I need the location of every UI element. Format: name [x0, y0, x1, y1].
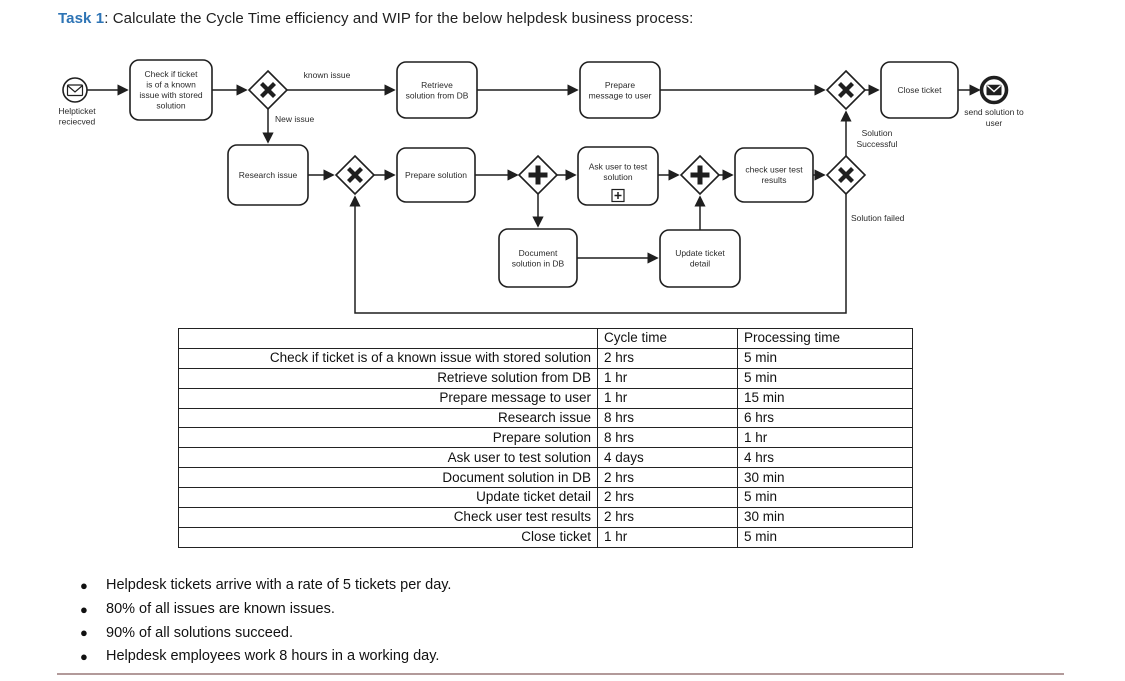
table-row: Retrieve solution from DB 1 hr 5 min [178, 367, 913, 389]
parallel-gateway-icon [528, 165, 548, 185]
header-activity [178, 328, 598, 349]
parallel-gateway-split [517, 154, 559, 196]
svg-text:Prepare solution: Prepare solution [405, 170, 467, 180]
task-update-ticket: Update ticket detail [659, 229, 741, 288]
header-cycle-time: Cycle time [597, 328, 738, 349]
envelope-filled-icon [986, 84, 1002, 96]
start-event-label: reciecved [59, 117, 96, 127]
svg-text:results: results [761, 175, 786, 185]
edge-label-solution-successful: Solution [862, 128, 893, 138]
page-bottom-rule [57, 673, 1064, 675]
edge-label-solution-failed: Solution failed [851, 213, 905, 223]
bullet-icon: ● [80, 625, 88, 641]
bpmn-diagram: Helpticket reciecved Check if ticket is … [58, 59, 1024, 314]
table-row: Research issue 8 hrs 6 hrs [178, 407, 913, 429]
task-prepare-message: Prepare message to user [579, 61, 661, 119]
bullet-icon: ● [80, 648, 88, 664]
note-text: Helpdesk tickets arrive with a rate of 5… [106, 577, 452, 594]
svg-text:Research issue: Research issue [239, 170, 298, 180]
list-item: ● 90% of all solutions succeed. [80, 624, 451, 641]
edge-label-known-issue: known issue [304, 70, 351, 80]
task-retrieve-solution: Retrieve solution from DB [396, 61, 478, 119]
note-text: 90% of all solutions succeed. [106, 624, 293, 641]
svg-text:solution in DB: solution in DB [512, 259, 565, 269]
svg-text:Close ticket: Close ticket [898, 85, 943, 95]
xor-gateway-solution-check [825, 154, 867, 196]
svg-text:Check if ticket: Check if ticket [145, 69, 199, 79]
table-row: Close ticket 1 hr 5 min [178, 526, 913, 548]
task-prepare-solution: Prepare solution [396, 147, 476, 203]
note-text: 80% of all issues are known issues. [106, 601, 335, 618]
svg-text:message to user: message to user [589, 91, 652, 101]
xor-gateway-icon [838, 82, 854, 98]
table-row: Prepare solution 8 hrs 1 hr [178, 427, 913, 449]
start-event: Helpticket reciecved [58, 77, 96, 127]
xor-gateway-icon [838, 167, 854, 183]
start-event-label: Helpticket [58, 106, 96, 116]
svg-text:Retrieve: Retrieve [421, 80, 453, 90]
envelope-icon [66, 84, 84, 97]
list-item: ● Helpdesk employees work 8 hours in a w… [80, 648, 451, 665]
header-processing-time: Processing time [737, 328, 913, 349]
svg-text:Document: Document [519, 248, 558, 258]
bullet-icon: ● [80, 601, 88, 617]
table-row: Document solution in DB 2 hrs 30 min [178, 467, 913, 489]
table-row: Ask user to test solution 4 days 4 hrs [178, 447, 913, 469]
xor-gateway-known-issue [247, 69, 289, 111]
table-row: Check if ticket is of a known issue with… [178, 347, 913, 369]
svg-text:is of a known: is of a known [146, 80, 196, 90]
table-row: Prepare message to user 1 hr 15 min [178, 387, 913, 409]
page-title: Task 1: Calculate the Cycle Time efficie… [58, 10, 693, 27]
xor-gateway-merge-close [825, 69, 867, 111]
list-item: ● Helpdesk tickets arrive with a rate of… [80, 577, 452, 594]
svg-text:Ask user to test: Ask user to test [589, 162, 648, 172]
edge-label-solution-successful: Successful [856, 139, 897, 149]
task-research-issue: Research issue [227, 144, 309, 206]
svg-text:check user test: check user test [745, 165, 803, 175]
edge-label-new-issue: New issue [275, 114, 314, 124]
parallel-gateway-icon [690, 165, 710, 185]
svg-text:solution: solution [603, 172, 633, 182]
table-row: Check user test results 2 hrs 30 min [178, 507, 913, 528]
svg-text:Update ticket: Update ticket [675, 248, 725, 258]
task-label: Task 1 [58, 10, 105, 27]
svg-text:Prepare: Prepare [605, 80, 636, 90]
notes-list: ● Helpdesk tickets arrive with a rate of… [80, 577, 452, 673]
xor-gateway-icon [347, 167, 363, 183]
svg-text:detail: detail [690, 259, 710, 269]
task-close-ticket: Close ticket [880, 61, 959, 119]
end-event: send solution to user [964, 75, 1024, 128]
parallel-gateway-join [679, 154, 721, 196]
bullet-icon: ● [80, 577, 88, 593]
end-event-label: send solution to [964, 107, 1024, 117]
subprocess-plus-icon [611, 188, 625, 203]
task-check-user-results: check user test results [734, 147, 814, 203]
xor-gateway-icon [260, 82, 276, 98]
end-event-label: user [986, 118, 1003, 128]
list-item: ● 80% of all issues are known issues. [80, 601, 451, 618]
task-ask-user-test: Ask user to test solution [577, 146, 659, 206]
xor-gateway-loop-merge [334, 154, 376, 196]
task-check-known-issue: Check if ticket is of a known issue with… [129, 59, 213, 121]
svg-text:issue with stored: issue with stored [139, 90, 203, 100]
sequence-flows [87, 84, 981, 314]
title-text: : Calculate the Cycle Time efficiency an… [104, 10, 694, 27]
svg-text:solution from DB: solution from DB [406, 91, 469, 101]
task-document-solution: Document solution in DB [498, 228, 578, 288]
cycle-time-table: Cycle time Processing time Check if tick… [178, 328, 913, 548]
table-header-row: Cycle time Processing time [178, 328, 913, 349]
svg-text:solution: solution [156, 101, 186, 111]
note-text: Helpdesk employees work 8 hours in a wor… [106, 648, 440, 665]
table-row: Update ticket detail 2 hrs 5 min [178, 487, 913, 509]
